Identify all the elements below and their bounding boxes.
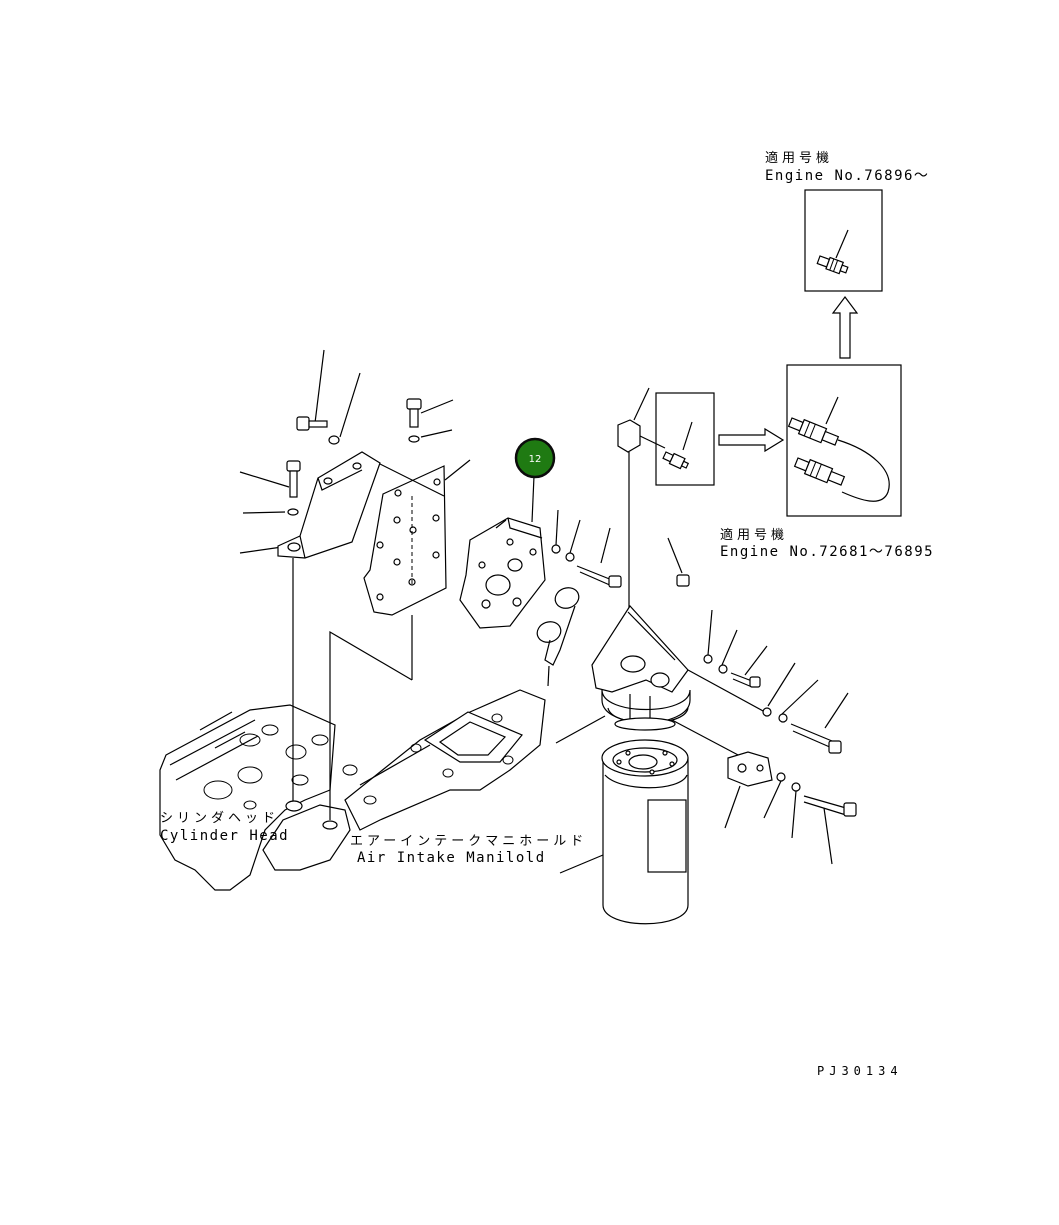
cylinder-head-label-en: Cylinder Head bbox=[160, 828, 289, 844]
applicable-engine-label-top: 適用号機 bbox=[765, 150, 833, 166]
cylinder-head-label-jp: シリンダヘッド bbox=[160, 811, 279, 826]
bracket-l-shaped bbox=[277, 451, 381, 559]
arrow-up-icon bbox=[831, 296, 859, 359]
intake-manifold-label-jp: エアーインテークマニホールド bbox=[350, 834, 587, 849]
mounting-plate bbox=[363, 465, 447, 616]
oil-filter-cartridge bbox=[601, 739, 689, 925]
drawing-code: PJ30134 bbox=[817, 1064, 903, 1078]
bolt-lower-right bbox=[803, 795, 857, 817]
filter-head-housing bbox=[591, 605, 691, 731]
callout-12[interactable]: 12 bbox=[514, 437, 556, 479]
inset-new-sensor bbox=[804, 189, 883, 292]
inset-old-sensor-harness bbox=[786, 364, 902, 517]
o-rings bbox=[536, 587, 580, 687]
plug-small bbox=[676, 574, 690, 587]
arrow-right-icon bbox=[718, 427, 785, 453]
small-bracket bbox=[727, 751, 773, 787]
bolt-long-mid bbox=[576, 565, 622, 588]
cylinder-head-outline bbox=[159, 704, 351, 891]
filter-head-block bbox=[459, 517, 546, 629]
engine-range-mid: Engine No.72681〜76895 bbox=[720, 544, 934, 560]
intake-manifold-outline bbox=[342, 689, 546, 831]
bolt-upper-left bbox=[296, 416, 340, 445]
inset-sensor-detail bbox=[655, 392, 715, 486]
applicable-engine-label-mid: 適用号機 bbox=[720, 527, 788, 543]
bolt-short-right bbox=[730, 672, 761, 688]
intake-manifold-label-en: Air Intake Manilold bbox=[357, 850, 546, 866]
callout-number: 12 bbox=[529, 454, 542, 465]
bolt-vertical-left bbox=[286, 460, 301, 516]
engine-range-top: Engine No.76896〜 bbox=[765, 168, 929, 184]
sensor-switch bbox=[617, 419, 666, 612]
bolt-long-right bbox=[790, 723, 842, 754]
bolt-vertical-top bbox=[406, 398, 422, 443]
